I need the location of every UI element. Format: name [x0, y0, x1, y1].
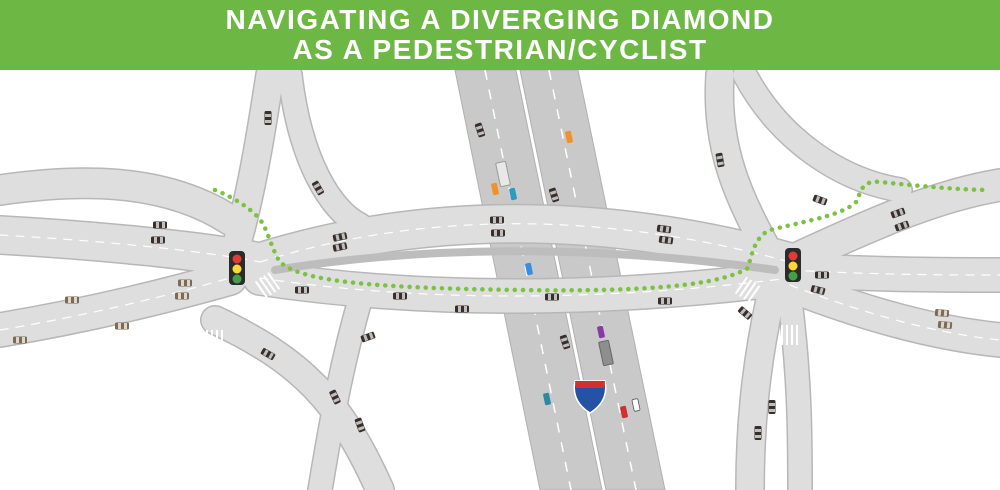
vehicles [13, 111, 953, 440]
interchange-map [0, 70, 1000, 490]
title-banner: NAVIGATING A DIVERGING DIAMOND AS A PEDE… [0, 0, 1000, 70]
interstate-shield-icon [573, 380, 607, 414]
traffic-signal-right-icon [785, 248, 801, 282]
interchange-diagram [0, 70, 1000, 490]
traffic-signal-left-icon [229, 251, 245, 285]
pedestrian-cyclist-path [212, 179, 993, 293]
road-network [0, 70, 1000, 490]
crosswalks [206, 272, 798, 350]
title-line-1: NAVIGATING A DIVERGING DIAMOND [225, 4, 775, 35]
title-line-2: AS A PEDESTRIAN/CYCLIST [292, 34, 708, 65]
